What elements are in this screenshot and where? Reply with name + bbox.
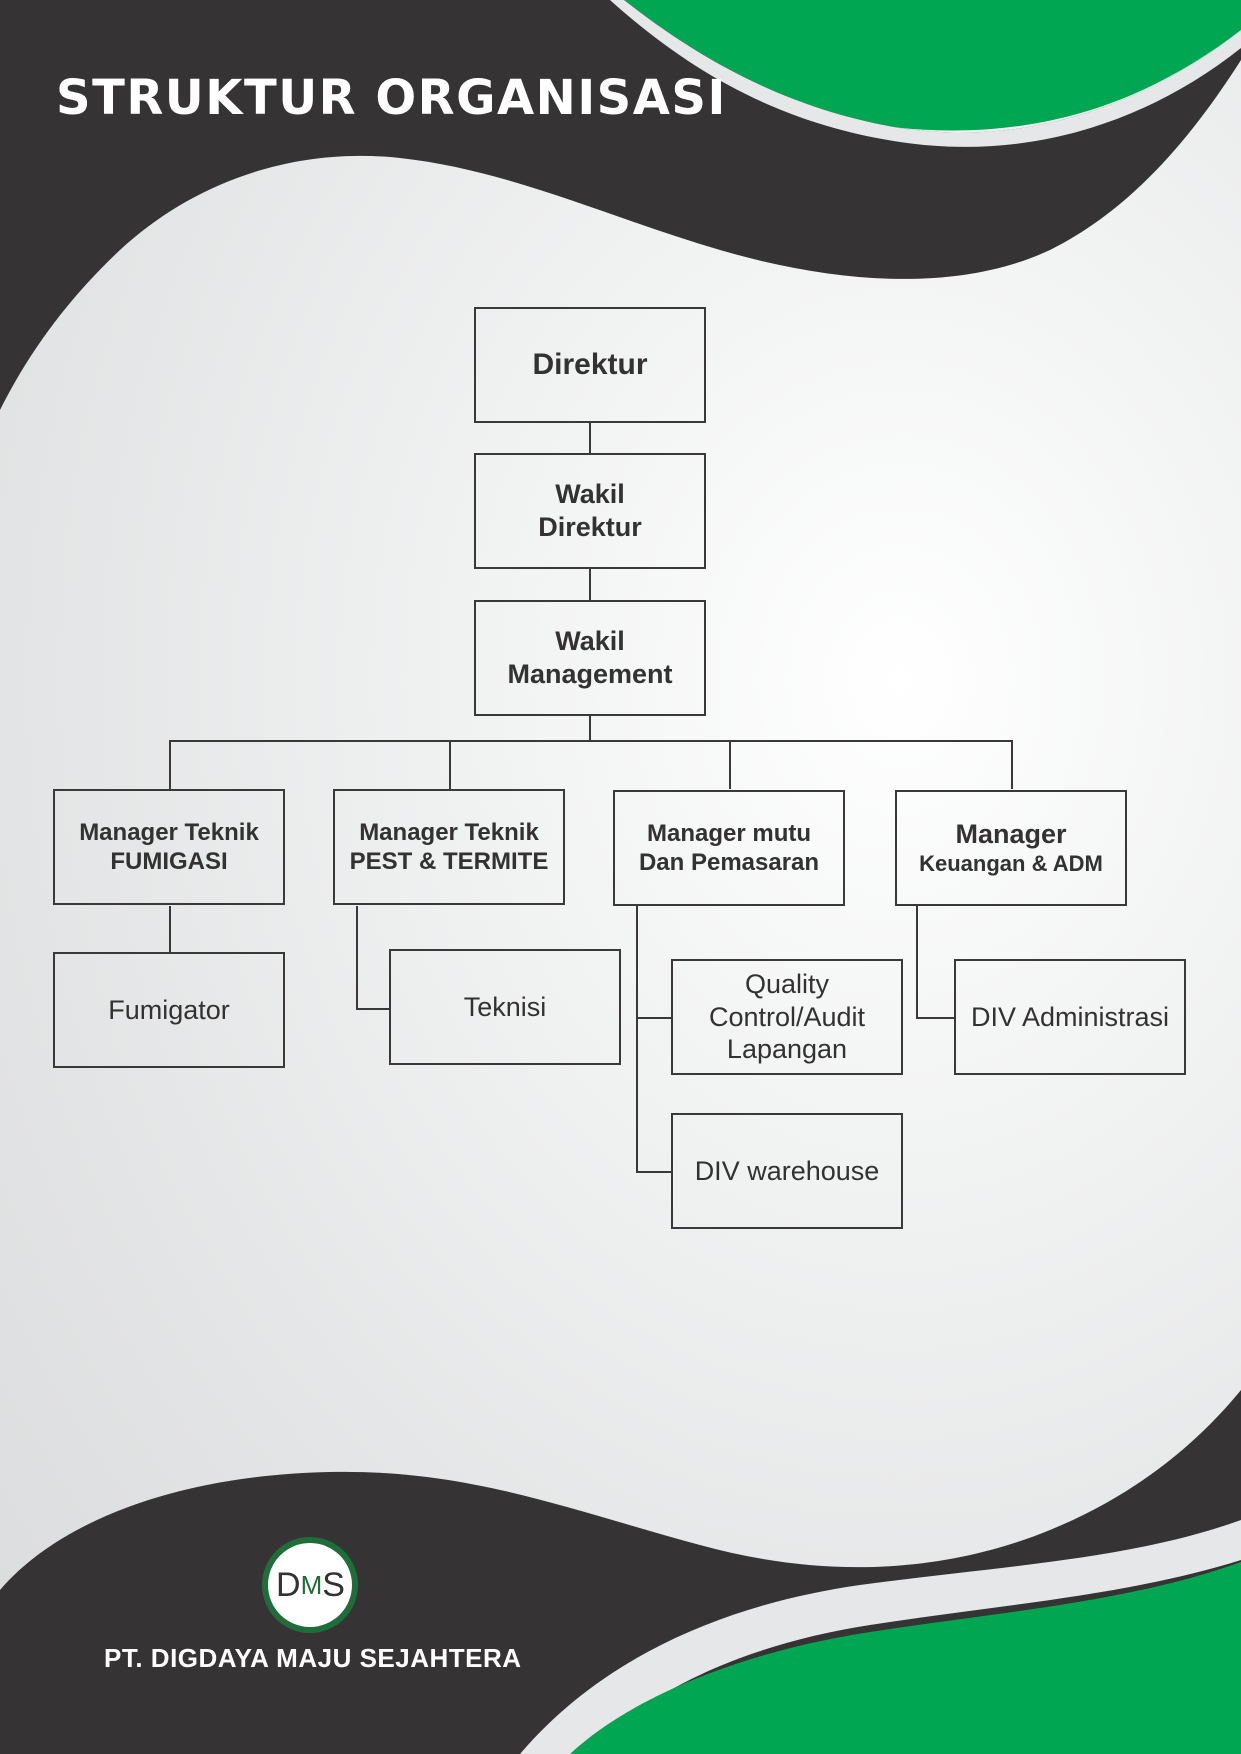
box-wakil-direktur: Wakil Direktur: [474, 453, 706, 569]
top-light-wave: [610, 0, 1241, 147]
logo-letter-s: S: [322, 1565, 345, 1604]
connector-drop-mutu: [729, 740, 731, 789]
connector-fumigasi-fumigator: [169, 906, 171, 952]
quality-line-3: Lapangan: [726, 1034, 848, 1065]
teknisi-label: Teknisi: [463, 991, 547, 1022]
connector-drop-pest: [449, 740, 451, 789]
manager-fumigasi-line-1: Manager Teknik: [79, 818, 259, 846]
manager-keuangan-line-1: Manager: [955, 819, 1067, 850]
connector-mutu-quality: [636, 1017, 671, 1019]
administrasi-label: DIV Administrasi: [970, 1001, 1170, 1032]
manager-pest-line-1: Manager Teknik: [359, 818, 539, 846]
fumigator-label: Fumigator: [108, 994, 230, 1025]
company-name: PT. DIGDAYA MAJU SEJAHTERA: [104, 1643, 522, 1673]
manager-pest-line-2: PEST & TERMITE: [349, 848, 549, 875]
box-warehouse: DIV warehouse: [671, 1113, 903, 1229]
manager-fumigasi-line-2: FUMIGASI: [110, 848, 228, 875]
connector-wakil-management: [589, 568, 591, 600]
connector-pest-teknisi: [356, 1008, 390, 1010]
box-teknisi: Teknisi: [389, 949, 621, 1065]
box-administrasi: DIV Administrasi: [954, 959, 1186, 1075]
connector-pest-vertical: [356, 906, 358, 1010]
connector-mutu-vertical: [636, 906, 638, 1173]
connector-mutu-warehouse: [636, 1171, 672, 1173]
top-green-wave: [600, 0, 1241, 131]
page-title: STRUKTUR ORGANISASI: [56, 70, 727, 126]
wakil-management-line-1: Wakil: [555, 626, 625, 657]
manager-mutu-line-1: Manager mutu: [646, 819, 811, 847]
connector-horizontal-bus: [169, 740, 1013, 742]
box-fumigator: Fumigator: [53, 952, 285, 1068]
connector-keuangan-administrasi: [916, 1017, 954, 1019]
connector-management-bus: [589, 715, 591, 741]
wakil-direktur-line-1: Wakil: [555, 479, 625, 510]
box-quality-control: Quality Control/Audit Lapangan: [671, 959, 903, 1075]
box-manager-mutu: Manager mutu Dan Pemasaran: [613, 790, 845, 906]
wakil-direktur-line-2: Direktur: [538, 512, 642, 542]
wakil-management-line-2: Management: [507, 659, 673, 689]
logo-letter-m: M: [300, 1569, 323, 1600]
box-manager-pest: Manager Teknik PEST & TERMITE: [333, 789, 565, 905]
top-dark-shape: [0, 0, 1241, 410]
quality-line-1: Quality: [744, 968, 830, 999]
bottom-light-wave: [520, 1520, 1241, 1754]
direktur-label: Direktur: [532, 347, 648, 381]
connector-drop-fumigasi: [169, 740, 171, 789]
warehouse-label: DIV warehouse: [694, 1155, 880, 1186]
connector-keuangan-vertical: [916, 906, 918, 1019]
connector-drop-keuangan: [1011, 740, 1013, 789]
logo-letter-d: D: [276, 1565, 301, 1604]
connector-direktur-wakil: [589, 423, 591, 453]
box-direktur: Direktur: [474, 307, 706, 423]
box-manager-fumigasi: Manager Teknik FUMIGASI: [53, 789, 285, 905]
quality-line-2: Control/Audit: [708, 1001, 866, 1032]
manager-keuangan-line-2: Keuangan & ADM: [919, 851, 1103, 877]
bottom-green-wave: [570, 1562, 1241, 1754]
manager-mutu-line-2: Dan Pemasaran: [638, 849, 820, 876]
box-manager-keuangan: Manager Keuangan & ADM: [895, 790, 1127, 906]
box-wakil-management: Wakil Management: [474, 600, 706, 716]
